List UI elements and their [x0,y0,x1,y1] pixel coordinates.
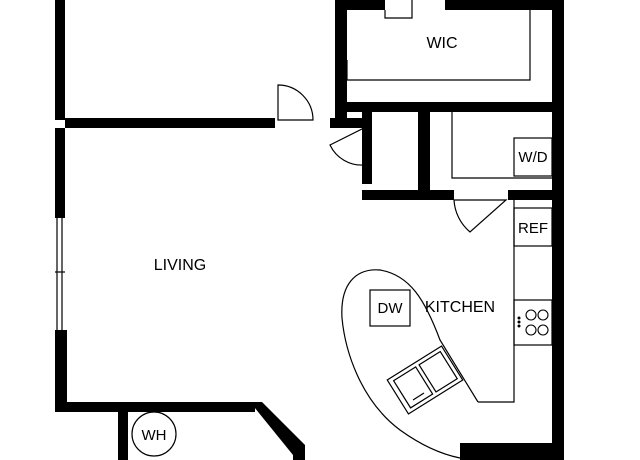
right-wall [552,0,564,460]
wic-top-wall-left [335,0,347,45]
left-wall-upper [55,0,65,120]
bottom-right-wall [460,443,560,460]
burner-br [537,324,549,336]
ref-box [513,207,553,247]
burner-tr [537,309,549,321]
stove-box [513,299,553,346]
stove-burners [525,309,549,336]
wic-left-wall [335,45,347,120]
closet-divider-mid [418,112,430,192]
wic-shelf [346,10,531,81]
wic-top-wall-right [445,0,555,10]
laundry-shelf [451,112,552,179]
kitchen-island [341,269,479,459]
walls [55,0,564,460]
door-laundry [453,199,508,233]
angled-hall-wall [250,402,305,455]
hall-wall-lower [293,445,305,460]
closet-divider-left [362,112,372,184]
bedroom-wall-right [330,118,372,128]
sink [386,345,464,415]
label-ref: REF [518,220,548,237]
burner-bl [525,324,537,336]
bedroom-wall [65,118,275,128]
stove-knobs [517,316,521,328]
left-wall-mid [55,128,65,218]
door-bedroom [277,84,314,121]
closet-bottom-wall [362,190,454,200]
door-closet [329,127,365,166]
label-living: LIVING [154,257,206,274]
label-wd: W/D [518,149,547,166]
living-bottom-wall [55,402,255,412]
wd-box [513,137,553,177]
thin-lines [55,0,553,459]
label-wic: WIC [426,35,457,52]
wh-circle [131,411,177,457]
burner-tl [525,309,537,321]
label-kitchen: KITCHEN [425,299,495,316]
wic-bottom-wall [335,102,555,112]
left-wall-lower [55,330,67,412]
wic-upper-shelf [384,0,413,19]
label-wh: WH [142,427,167,444]
wic-top-wall [335,0,385,10]
kitchen-counter [478,200,515,403]
laundry-bottom-wall [508,190,558,200]
dw-box [369,289,411,327]
wh-closet-left-wall [118,405,128,460]
label-dw: DW [378,300,404,317]
faucet [412,392,425,401]
